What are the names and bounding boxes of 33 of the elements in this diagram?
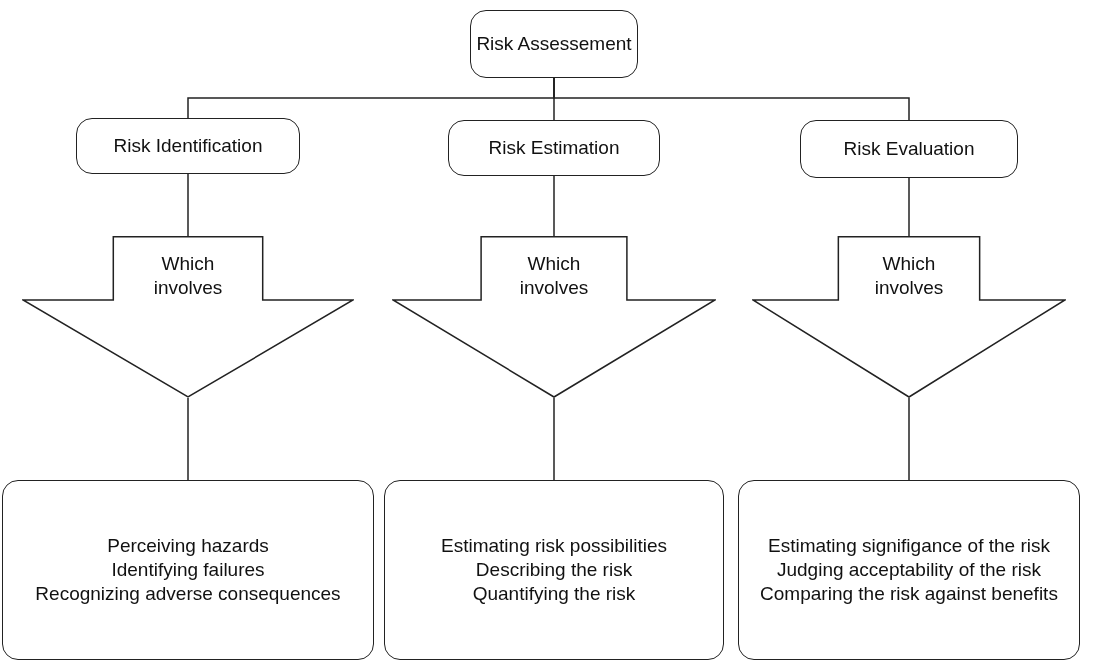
process-box bbox=[384, 480, 724, 660]
box-text: Judging acceptability of the risk bbox=[776, 558, 1041, 582]
connector-line bbox=[553, 175, 555, 237]
box-text: Recognizing adverse consequences bbox=[35, 581, 341, 606]
box-text: Identifying failures bbox=[111, 558, 265, 582]
connector-line bbox=[187, 397, 189, 481]
box-text: Perceiving hazards bbox=[107, 534, 269, 559]
process-box bbox=[800, 120, 1018, 178]
funnel-shape bbox=[392, 236, 716, 398]
connector-line bbox=[908, 397, 910, 481]
funnel-shape bbox=[22, 236, 354, 398]
connector-line bbox=[908, 177, 910, 237]
connector-line bbox=[187, 173, 189, 237]
box-text: Which involves bbox=[152, 252, 224, 300]
process-box bbox=[2, 480, 374, 660]
process-box bbox=[76, 118, 300, 174]
box-text: Estimating signifigance of the risk bbox=[768, 534, 1050, 559]
funnel-shape bbox=[752, 236, 1066, 398]
box-text: Which involves bbox=[873, 252, 945, 300]
box-text: Which involves bbox=[518, 252, 590, 300]
process-box bbox=[448, 120, 660, 176]
box-text: Comparing the risk against benefits bbox=[760, 581, 1058, 606]
box-text: Describing the risk bbox=[475, 558, 633, 582]
connector-line bbox=[553, 397, 555, 481]
connector-line bbox=[553, 77, 910, 121]
box-text: Estimating risk possibilities bbox=[441, 534, 667, 559]
process-box bbox=[738, 480, 1080, 660]
box-text: Risk Estimation bbox=[488, 136, 620, 160]
box-text: Risk Evaluation bbox=[843, 137, 975, 161]
box-text: Risk Assessement bbox=[476, 32, 632, 56]
process-box bbox=[470, 10, 638, 78]
box-text: Quantifying the risk bbox=[472, 581, 636, 606]
box-text: Risk Identification bbox=[113, 134, 263, 158]
